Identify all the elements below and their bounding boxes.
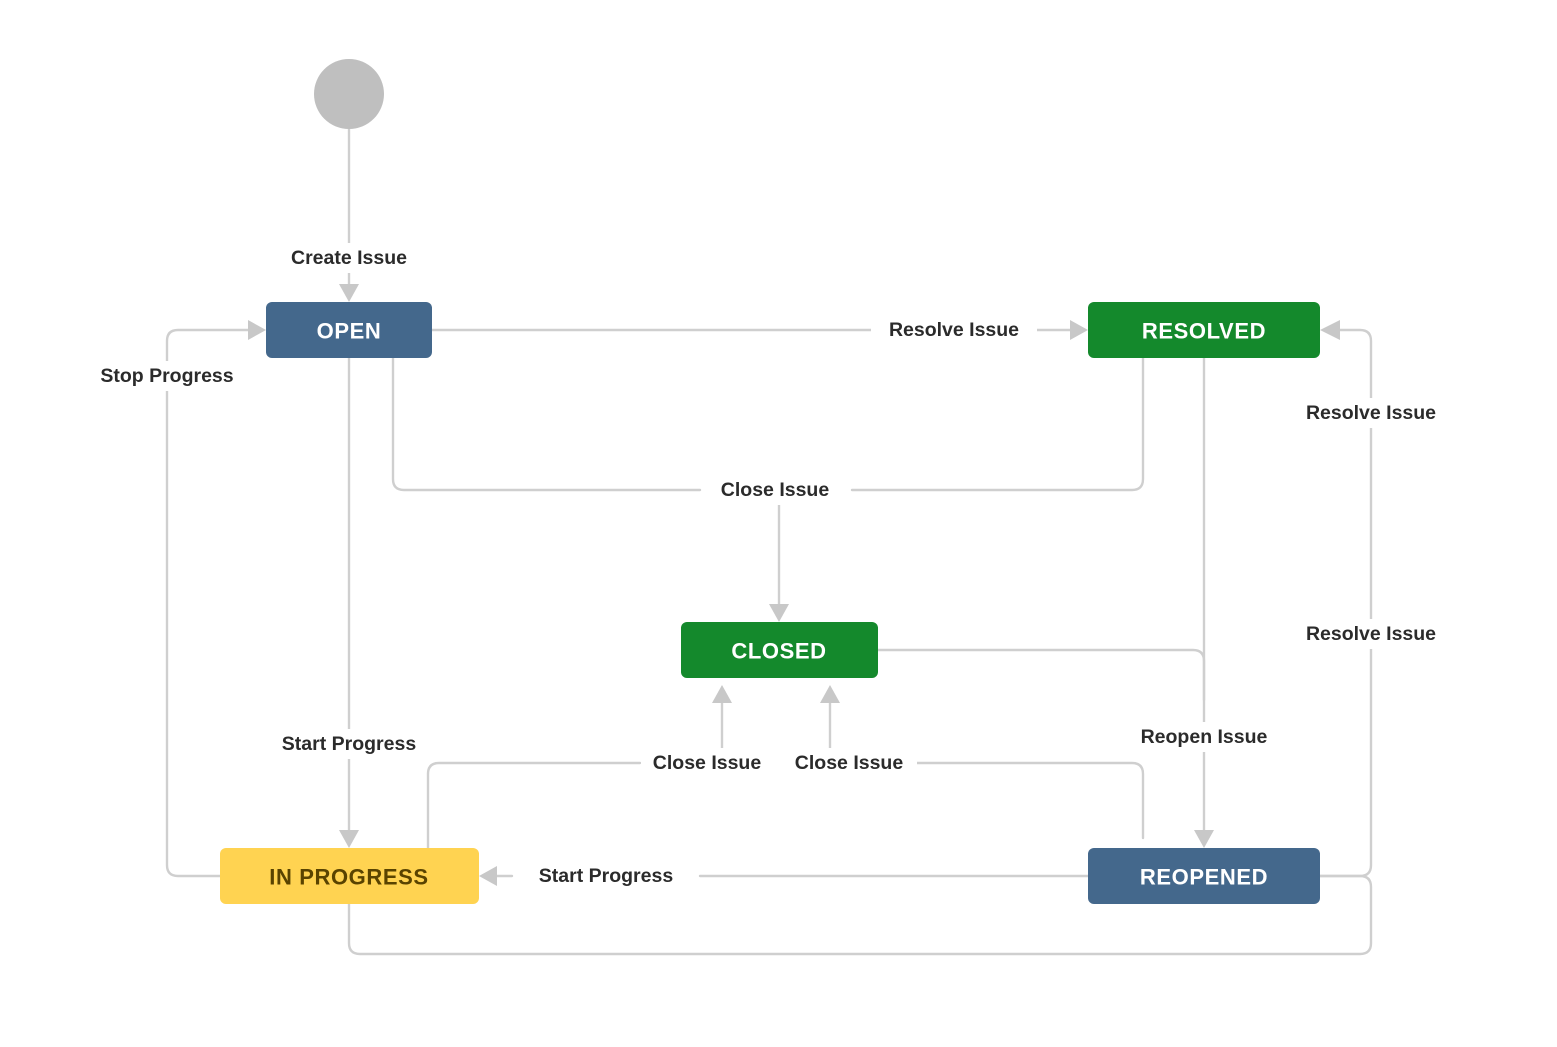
arrowhead-start-progress-reopened [479,866,497,886]
node-label-closed: CLOSED [731,639,826,664]
node-layer: OPEN RESOLVED CLOSED IN PROGRESS REOPENE… [220,59,1320,904]
node-closed[interactable]: CLOSED [681,622,878,678]
arrowhead-reopen-issue [1194,830,1214,848]
arrowhead-resolve-issue-reopened-upper [1320,320,1340,340]
arrowhead-start-progress-open [339,830,359,848]
edge-label-start-progress-reopened: Start Progress [539,865,674,887]
arrowhead-close-issue-merge [769,604,789,622]
edge-stop-progress [165,328,258,878]
node-label-open: OPEN [317,319,382,344]
edge-label-resolve-issue-upper: Resolve Issue [1306,402,1436,424]
edge-label-resolve-issue-lower: Resolve Issue [1306,623,1436,645]
arrowhead-close-issue-inprogress [712,685,732,703]
edge-close-issue-inprogress [426,761,642,850]
edge-closed-to-reopened [876,648,1206,702]
edge-bottom-rail [347,874,1373,956]
edge-layer [165,127,1373,956]
arrowhead-create-issue [339,284,359,302]
edge-label-close-issue-reopened: Close Issue [795,752,904,774]
node-label-resolved: RESOLVED [1142,319,1266,344]
edge-label-start-progress-open: Start Progress [282,733,417,755]
edge-label-stop-progress: Stop Progress [100,365,233,387]
arrowhead-close-issue-reopened [820,685,840,703]
edge-label-close-issue-inprogress: Close Issue [653,752,762,774]
node-resolved[interactable]: RESOLVED [1088,302,1320,358]
node-label-inprogress: IN PROGRESS [269,865,428,890]
edge-label-layer: Create Issue Resolve Issue Stop Progress… [81,243,1454,891]
edge-label-close-issue-merge: Close Issue [721,479,830,501]
edge-label-create-issue: Create Issue [291,247,407,269]
edge-close-issue-reopened [914,761,1145,840]
edge-label-reopen-issue: Reopen Issue [1141,726,1268,748]
arrowhead-resolve-issue-open [1070,320,1088,340]
node-inprogress[interactable]: IN PROGRESS [220,848,479,904]
edge-close-issue-from-resolved [850,356,1145,492]
node-reopened[interactable]: REOPENED [1088,848,1320,904]
node-label-reopened: REOPENED [1140,865,1268,890]
edge-label-resolve-issue-open: Resolve Issue [889,319,1019,341]
start-node-circle[interactable] [314,59,384,129]
edge-close-issue-from-open [391,356,702,492]
node-open[interactable]: OPEN [266,302,432,358]
arrowhead-stop-progress [248,320,266,340]
